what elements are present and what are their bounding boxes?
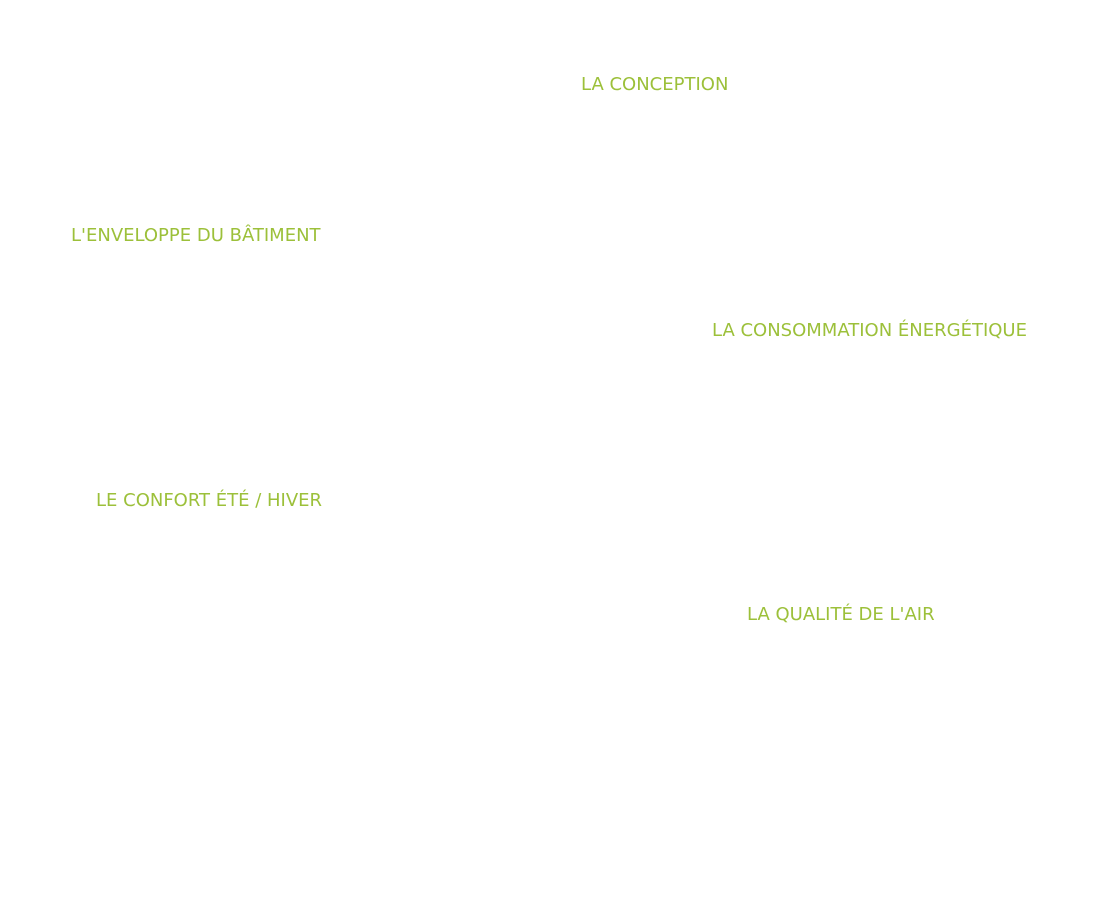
topic-link-consommation-energetique[interactable]: LA CONSOMMATION ÉNERGÉTIQUE (712, 320, 1027, 341)
topic-link-enveloppe[interactable]: L'ENVELOPPE DU BÂTIMENT (71, 225, 321, 246)
topic-link-confort-ete-hiver[interactable]: LE CONFORT ÉTÉ / HIVER (96, 490, 323, 511)
topic-link-qualite-air[interactable]: LA QUALITÉ DE L'AIR (747, 604, 935, 625)
topic-link-conception[interactable]: LA CONCEPTION (581, 74, 729, 95)
